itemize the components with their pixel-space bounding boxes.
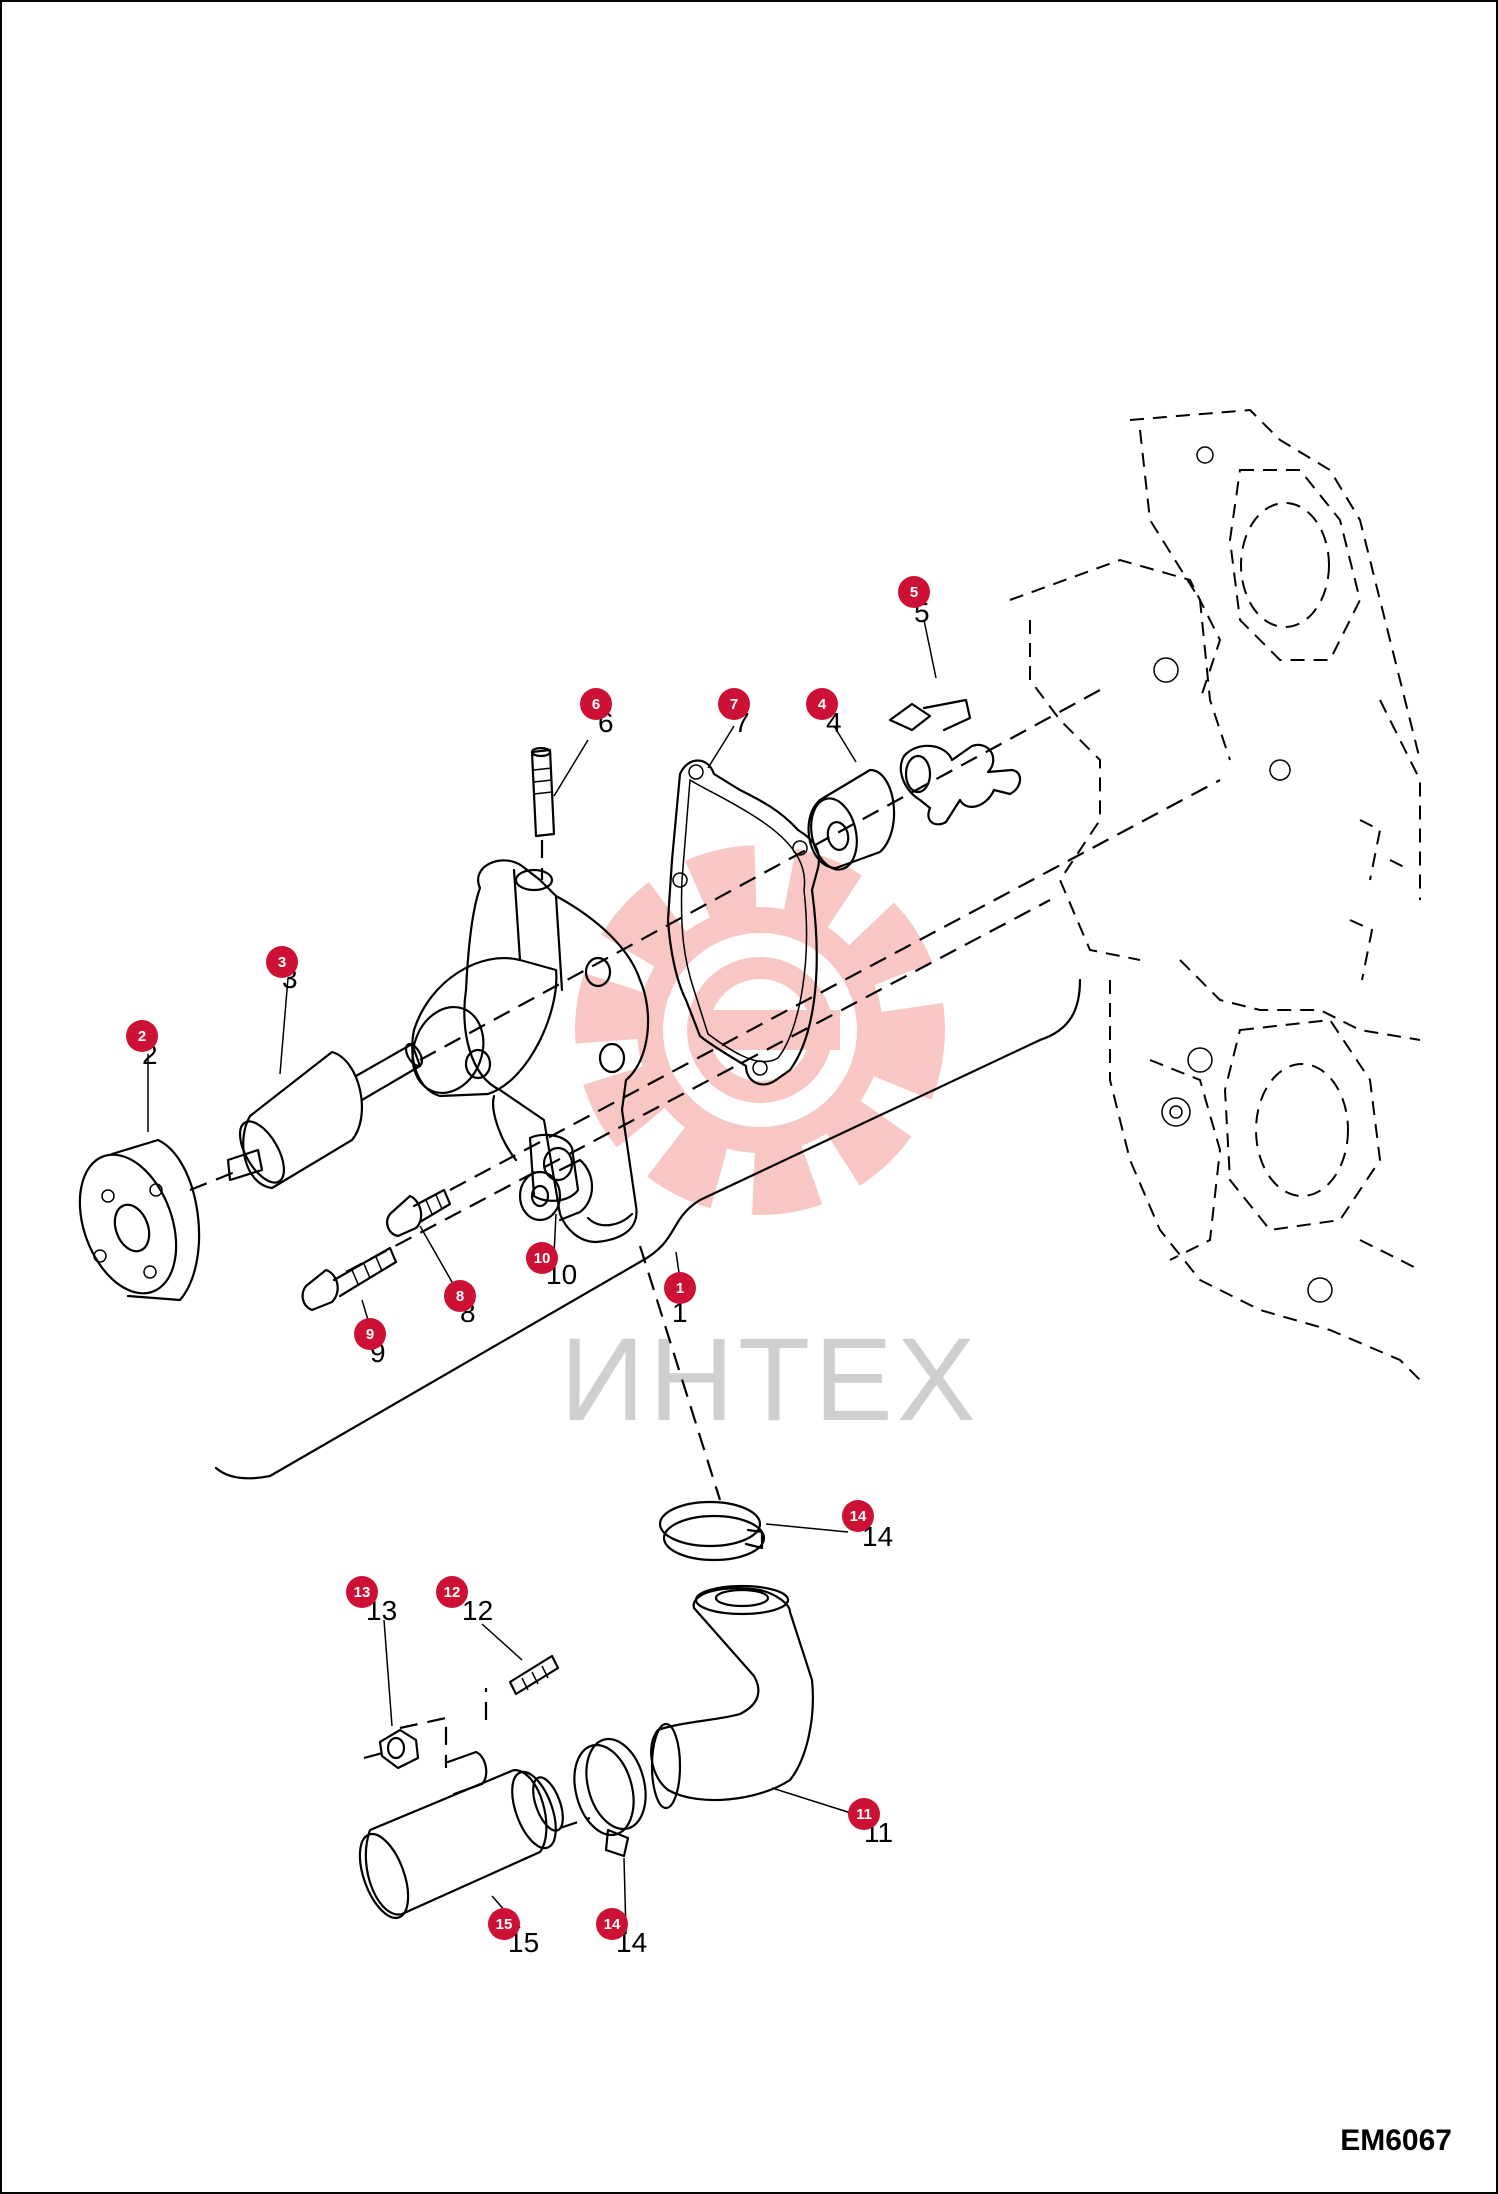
part-15-pipe — [358, 1750, 564, 1920]
callout-12: 12 12 — [436, 1576, 493, 1626]
svg-text:2: 2 — [138, 1028, 146, 1045]
part-1-water-pump-body — [411, 859, 650, 1244]
watermark-logo — [575, 845, 945, 1215]
leader-lines — [147, 619, 937, 1935]
assembly-axis-lines — [189, 689, 1221, 1830]
part-14-upper-clamp — [658, 1500, 766, 1562]
svg-text:14: 14 — [604, 1916, 621, 1933]
svg-text:1: 1 — [676, 1280, 684, 1297]
part-3-shaft-bearing — [226, 1042, 424, 1190]
svg-text:10: 10 — [534, 1250, 551, 1267]
svg-text:3: 3 — [278, 954, 286, 971]
callout-6: 6 6 — [580, 688, 614, 738]
svg-text:4: 4 — [818, 696, 827, 713]
part-10-spacer — [518, 1158, 593, 1222]
svg-text:6: 6 — [592, 696, 600, 713]
callout-8: 8 8 — [444, 1280, 476, 1328]
svg-text:12: 12 — [444, 1584, 461, 1601]
part-9-bolt — [301, 1246, 398, 1312]
callout-13: 13 13 — [346, 1576, 397, 1626]
watermark-text: ИНТЕХ — [560, 1314, 980, 1446]
svg-text:5: 5 — [910, 584, 918, 601]
part-13-nut — [378, 1728, 420, 1770]
callout-15: 15 15 — [488, 1908, 539, 1958]
callout-9: 9 9 — [354, 1318, 386, 1368]
callout-14-lower: 14 14 — [596, 1908, 647, 1958]
svg-text:8: 8 — [456, 1288, 464, 1305]
diagram-code-label: EM6067 — [1340, 2124, 1452, 2157]
svg-text:9: 9 — [366, 1326, 374, 1343]
callout-4: 4 4 — [806, 688, 842, 738]
assembly-bracket — [214, 978, 1082, 1480]
callout-3: 3 3 — [266, 946, 298, 994]
svg-text:13: 13 — [354, 1584, 371, 1601]
part-8-bolt — [386, 1188, 452, 1238]
svg-text:1: 1 — [672, 1297, 688, 1328]
part-4-seal — [807, 768, 896, 871]
part-7-gasket — [666, 759, 821, 1086]
part-14-lower-clamp — [573, 1737, 647, 1858]
part-6-stud — [530, 746, 556, 838]
callout-14-upper: 14 14 — [842, 1500, 893, 1552]
callout-7: 7 7 — [718, 688, 750, 738]
callout-2: 2 2 — [126, 1020, 158, 1070]
svg-text:14: 14 — [850, 1508, 867, 1525]
part-12-stud — [508, 1654, 560, 1696]
callouts: 1 1 2 2 3 3 4 4 5 5 6 6 7 7 8 8 9 9 10 1… — [126, 576, 930, 1958]
part-5-impeller — [888, 698, 1022, 826]
part-2-pulley-flange — [78, 1138, 201, 1302]
svg-text:12: 12 — [462, 1595, 493, 1626]
part-11-hose — [650, 1584, 814, 1810]
callout-11: 11 11 — [848, 1798, 893, 1848]
svg-text:7: 7 — [730, 696, 738, 713]
svg-text:11: 11 — [856, 1806, 872, 1823]
callout-10: 10 10 — [526, 1242, 577, 1290]
svg-text:15: 15 — [496, 1916, 513, 1933]
engine-block-outline — [1009, 408, 1421, 1381]
callout-5: 5 5 — [898, 576, 930, 628]
callout-1: 1 1 — [664, 1272, 696, 1328]
